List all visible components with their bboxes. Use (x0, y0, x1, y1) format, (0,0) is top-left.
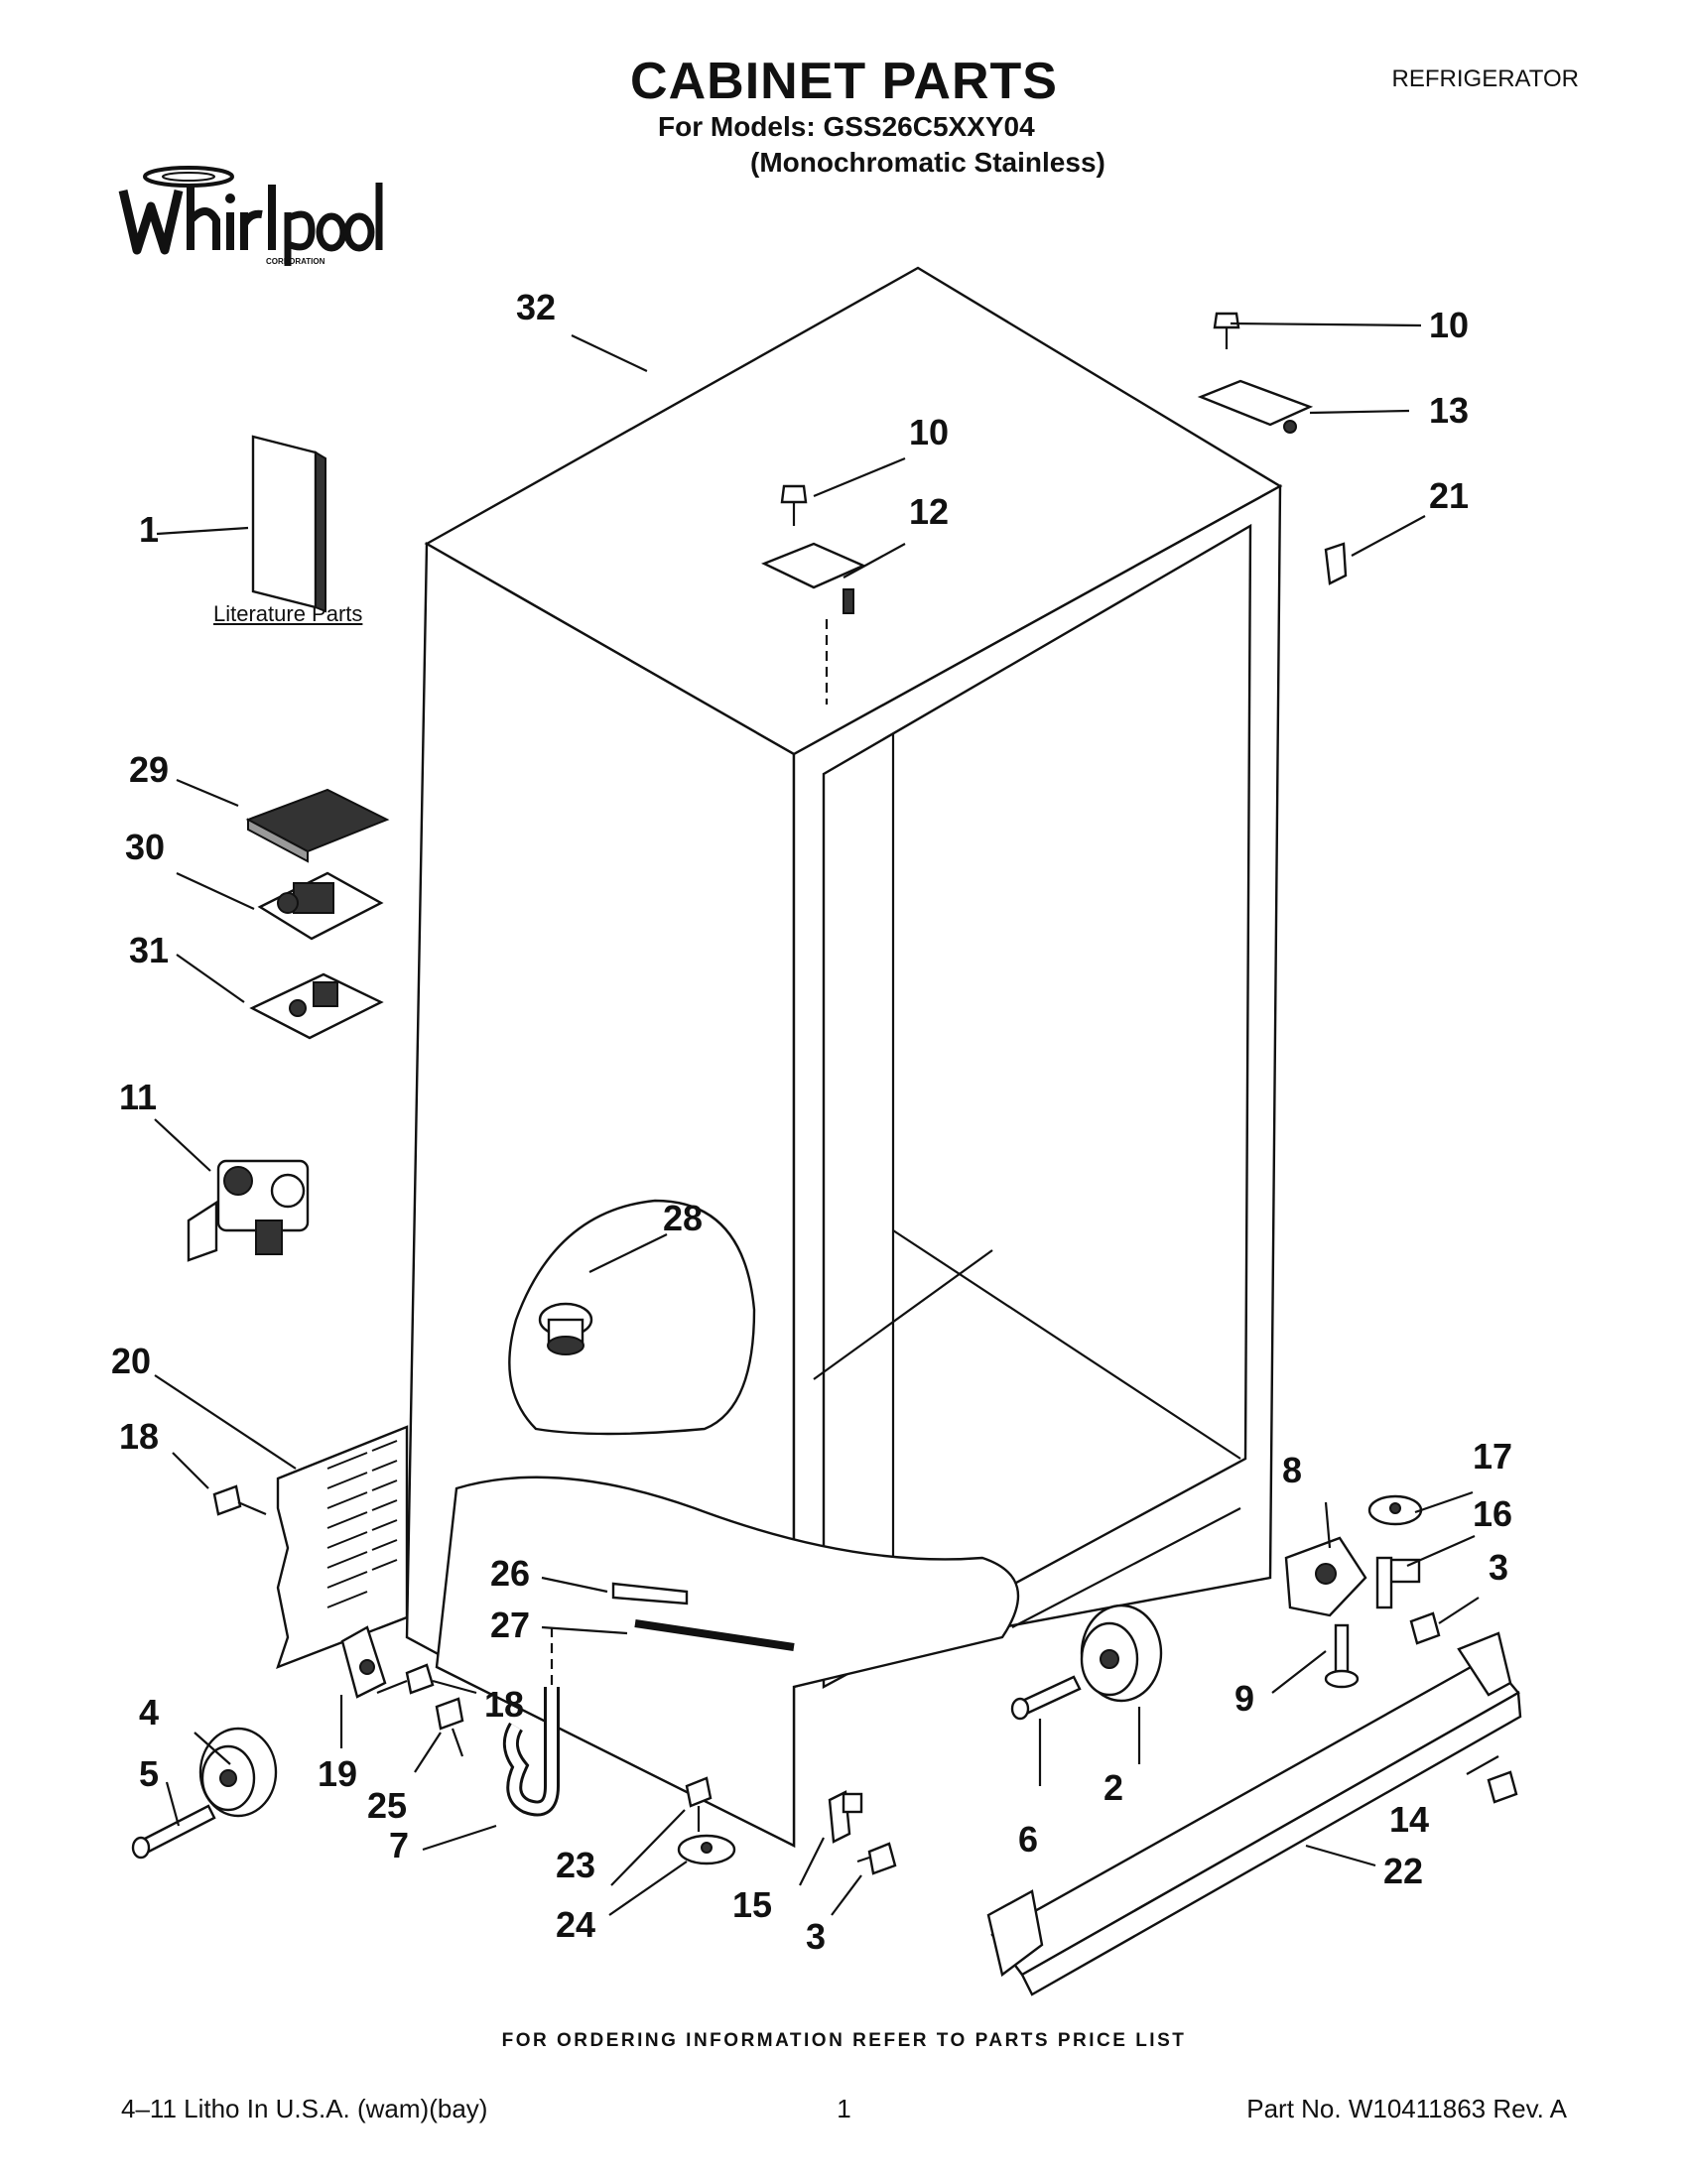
callout-16: 16 (1473, 1493, 1512, 1534)
callout-9: 9 (1234, 1678, 1254, 1719)
callout-14: 14 (1389, 1799, 1429, 1840)
screw-part-10-top (1213, 312, 1240, 349)
ordering-note: FOR ORDERING INFORMATION REFER TO PARTS … (501, 2030, 1187, 2051)
callout-8: 8 (1282, 1450, 1302, 1490)
callout-18-left: 18 (119, 1416, 159, 1457)
callout-19: 19 (318, 1753, 357, 1794)
callout-29: 29 (129, 749, 169, 790)
callout-labels: 1 2 3 3 4 5 6 7 8 9 10 10 11 12 13 14 15… (111, 287, 1512, 1957)
callout-10-mid: 10 (909, 412, 949, 452)
screw-part-10-mid (780, 484, 808, 526)
callout-21: 21 (1429, 475, 1469, 516)
roller-part-4 (198, 1727, 278, 1818)
logo-subtext: CORPORATION (266, 257, 325, 266)
screw-part-18-left (212, 1484, 267, 1516)
callout-17: 17 (1473, 1436, 1512, 1477)
callout-27: 27 (490, 1605, 530, 1645)
callout-12: 12 (909, 491, 949, 532)
plug-part-28 (538, 1302, 593, 1355)
screw-part-25 (435, 1697, 464, 1757)
callout-6: 6 (1018, 1819, 1038, 1860)
callout-25: 25 (367, 1785, 407, 1826)
bracket-part-15 (828, 1790, 863, 1844)
screw-part-3-bottom (856, 1842, 897, 1875)
callout-1: 1 (139, 509, 159, 550)
callout-31: 31 (129, 930, 169, 970)
cabinet-part-32 (405, 266, 1283, 1849)
axle-part-6 (1010, 1675, 1082, 1721)
bracket-part-19 (340, 1625, 387, 1699)
whirlpool-logo: CORPORATION (118, 166, 383, 266)
pin-part-16 (1375, 1556, 1421, 1609)
callout-3-right: 3 (1489, 1547, 1508, 1588)
leader-lines (154, 321, 1499, 1916)
callout-22: 22 (1383, 1851, 1423, 1891)
callout-18-lower: 18 (484, 1684, 524, 1725)
callout-15: 15 (732, 1884, 772, 1925)
roller-part-2 (1080, 1604, 1163, 1703)
screw-part-14 (1487, 1770, 1518, 1804)
board-part-31 (249, 972, 384, 1040)
footer-part-number: Part No. W10411863 Rev. A (1246, 2094, 1567, 2123)
board-part-30 (257, 871, 384, 941)
valve-part-11 (187, 1159, 310, 1262)
callout-11: 11 (119, 1077, 157, 1117)
appliance-category: REFRIGERATOR (1391, 65, 1579, 92)
models-line: For Models: GSS26C5XXY04 (658, 111, 1035, 142)
callout-10-top: 10 (1429, 305, 1469, 345)
washer-part-17 (1367, 1494, 1423, 1526)
footer-page-number: 1 (837, 2094, 851, 2123)
grille-part-20 (276, 1425, 409, 1670)
cover-part-29 (245, 788, 390, 863)
callout-28: 28 (663, 1198, 703, 1238)
callout-26: 26 (490, 1553, 530, 1594)
footer-print-info: 4–11 Litho In U.S.A. (wam)(bay) (121, 2094, 488, 2123)
literature-part-1 (251, 435, 326, 613)
base-grille-part-22 (986, 1631, 1522, 1996)
leveler-part-23 (685, 1776, 713, 1832)
callout-24: 24 (556, 1904, 595, 1945)
drain-tube-part-7 (502, 1627, 560, 1817)
callout-23: 23 (556, 1845, 595, 1885)
bracket-part-8 (1284, 1536, 1367, 1617)
plug-part-21 (1324, 542, 1348, 585)
tube-part-26 (611, 1582, 689, 1606)
callout-2: 2 (1104, 1767, 1123, 1808)
callout-5: 5 (139, 1753, 159, 1794)
callout-30: 30 (125, 827, 165, 867)
axle-part-5 (131, 1804, 216, 1860)
callout-7: 7 (389, 1825, 409, 1865)
tube-part-27 (634, 1619, 795, 1651)
literature-parts-label: Literature Parts (213, 601, 363, 626)
pin-part-9 (1324, 1623, 1360, 1689)
callout-3-bottom: 3 (806, 1916, 826, 1957)
variant-line: (Monochromatic Stainless) (750, 147, 1105, 178)
callout-4: 4 (139, 1692, 159, 1733)
callout-13: 13 (1429, 390, 1469, 431)
screw-part-18-lower (376, 1663, 435, 1695)
hinge-part-13 (1197, 379, 1314, 434)
callout-32: 32 (516, 287, 556, 327)
callout-20: 20 (111, 1341, 151, 1381)
screw-part-3-right (1409, 1611, 1441, 1645)
page-title: CABINET PARTS (630, 53, 1058, 110)
cap-part-24 (677, 1834, 736, 1865)
